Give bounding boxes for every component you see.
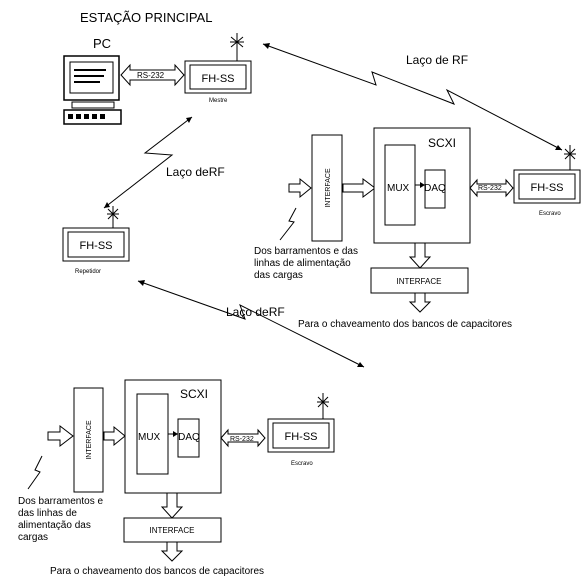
- slave-fhss-label-lower: FH-SS: [285, 431, 318, 443]
- pc-master-link-arrow: [120, 63, 185, 87]
- scxi-output-arrow-upper: [408, 242, 432, 269]
- slave-fhss-inner-lower: [272, 422, 330, 449]
- interface-to-mux-arrow-lower: [103, 425, 126, 447]
- mux-box-upper: [384, 144, 416, 226]
- scxi-output-arrow-lower: [160, 492, 184, 519]
- output-caption-upper: Para o chaveamento dos bancos de capacit…: [298, 319, 512, 330]
- input-caption-upper-2: linhas de alimentação: [254, 258, 351, 269]
- output-arrow-lower: [160, 541, 184, 562]
- mux-box-lower: [136, 393, 169, 475]
- slave-antenna-icon-lower: [317, 393, 329, 419]
- interface-to-mux-arrow-upper: [342, 178, 376, 198]
- mux-label-upper: MUX: [387, 183, 410, 194]
- scxi-slave-arrow-upper: [469, 178, 514, 198]
- interface-output-box-lower: [123, 517, 222, 543]
- rs232-label-upper: RS-232: [478, 185, 502, 192]
- rf-link-label-left: Laço deRF: [166, 165, 225, 179]
- mux-daq-arrowhead-upper: [420, 182, 425, 188]
- interface-label-lower: INTERFACE: [86, 420, 93, 460]
- interface-box-lower: [73, 387, 104, 493]
- pc-rs232-label: RS-232: [137, 71, 165, 80]
- scxi-label-upper: SCXI: [428, 136, 456, 150]
- scxi-label-lower: SCXI: [180, 387, 208, 401]
- rf-link-label-bottom: Laço deRF: [226, 305, 285, 319]
- repeater-fhss-inner: [67, 231, 125, 258]
- rf-link-repeater2-arrowhead: [138, 280, 145, 286]
- input-arrow-lower: [47, 424, 74, 448]
- slave-fhss-inner-upper: [518, 173, 576, 200]
- rf-link-label-top: Laço de RF: [406, 53, 468, 67]
- daq-label-lower: DAQ: [178, 432, 200, 443]
- rs232-label-lower: RS-232: [230, 436, 254, 443]
- repeater-fhss-label: FH-SS: [80, 240, 113, 252]
- rf-link-main-arrowhead: [263, 43, 270, 49]
- rf-link-main-slave: [262, 43, 563, 151]
- output-arrow-upper: [408, 292, 432, 313]
- main-station-title: ESTAÇÃO PRINCIPAL: [80, 10, 212, 25]
- mux-label-lower: MUX: [138, 432, 161, 443]
- input-caption-lower-3: alimentação das: [18, 520, 91, 531]
- repeater-antenna-icon: [107, 206, 119, 228]
- pc-label: PC: [93, 36, 111, 51]
- interface-output-label-upper: INTERFACE: [397, 277, 442, 286]
- interface-label-upper: INTERFACE: [325, 168, 332, 208]
- input-caption-upper-1: Dos barramentos e das: [254, 246, 358, 257]
- input-arrow-upper: [288, 177, 312, 199]
- slave-antenna-icon-upper: [564, 145, 576, 170]
- scxi-slave-arrow-lower: [220, 428, 266, 448]
- input-signal-squiggle-upper: [279, 207, 297, 241]
- input-caption-upper-3: das cargas: [254, 270, 303, 281]
- interface-box-upper: [311, 134, 343, 242]
- slave-label-upper: Escravo: [539, 211, 561, 217]
- mux-daq-arrowhead-lower: [173, 431, 178, 437]
- repeater-label: Repetidor: [75, 269, 101, 275]
- interface-output-label-lower: INTERFACE: [150, 526, 195, 535]
- rf-link-repeater-slave: [137, 280, 365, 368]
- rf-link-repeater-arrowhead: [104, 202, 110, 208]
- rf-link-slave-arrowhead: [555, 145, 562, 150]
- input-caption-lower-2: das linhas de: [18, 508, 77, 519]
- daq-label-upper: DAQ: [424, 183, 446, 194]
- interface-output-box-upper: [370, 267, 469, 294]
- master-fhss-inner: [189, 64, 247, 90]
- slave-fhss-label-upper: FH-SS: [531, 182, 564, 194]
- input-caption-lower-1: Dos barramentos e: [18, 496, 103, 507]
- rf-link-master-arrowhead: [186, 117, 192, 123]
- master-antenna-icon: [230, 33, 244, 61]
- daq-box-lower: [177, 418, 200, 458]
- pc-computer-icon: [63, 55, 122, 125]
- output-caption-lower: Para o chaveamento dos bancos de capacit…: [50, 566, 264, 576]
- daq-box-upper: [424, 169, 446, 209]
- rf-link-master-repeater: [103, 116, 193, 209]
- rf-link-slave2-arrowhead: [357, 362, 364, 367]
- master-fhss-label: FH-SS: [202, 73, 235, 85]
- master-label: Mestre: [209, 98, 228, 104]
- input-caption-lower-4: cargas: [18, 532, 48, 543]
- input-signal-squiggle-lower: [27, 455, 43, 490]
- slave-label-lower: Escravo: [291, 461, 313, 467]
